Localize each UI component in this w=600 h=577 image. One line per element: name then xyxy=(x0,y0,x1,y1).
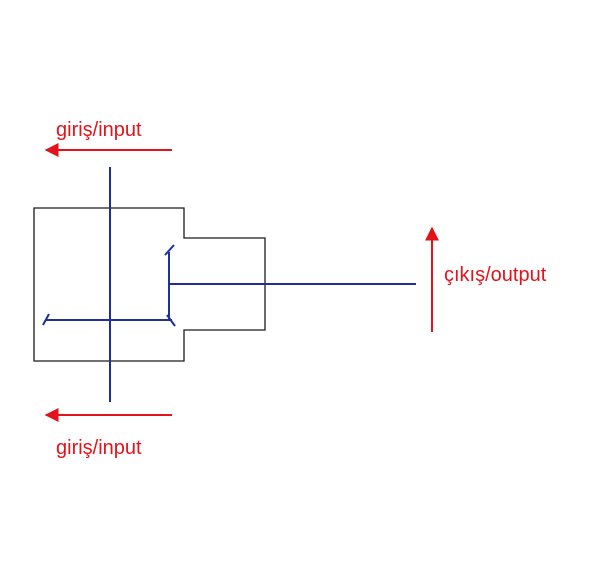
output-label: çıkış/output xyxy=(444,264,547,286)
riser-top-tick xyxy=(164,244,175,256)
corner-tick xyxy=(166,314,176,327)
fitting-outline xyxy=(33,207,266,362)
branch-end-tick xyxy=(42,313,50,326)
input-label-bottom: giriş/input xyxy=(56,437,142,459)
input-label-top: giriş/input xyxy=(56,119,142,141)
